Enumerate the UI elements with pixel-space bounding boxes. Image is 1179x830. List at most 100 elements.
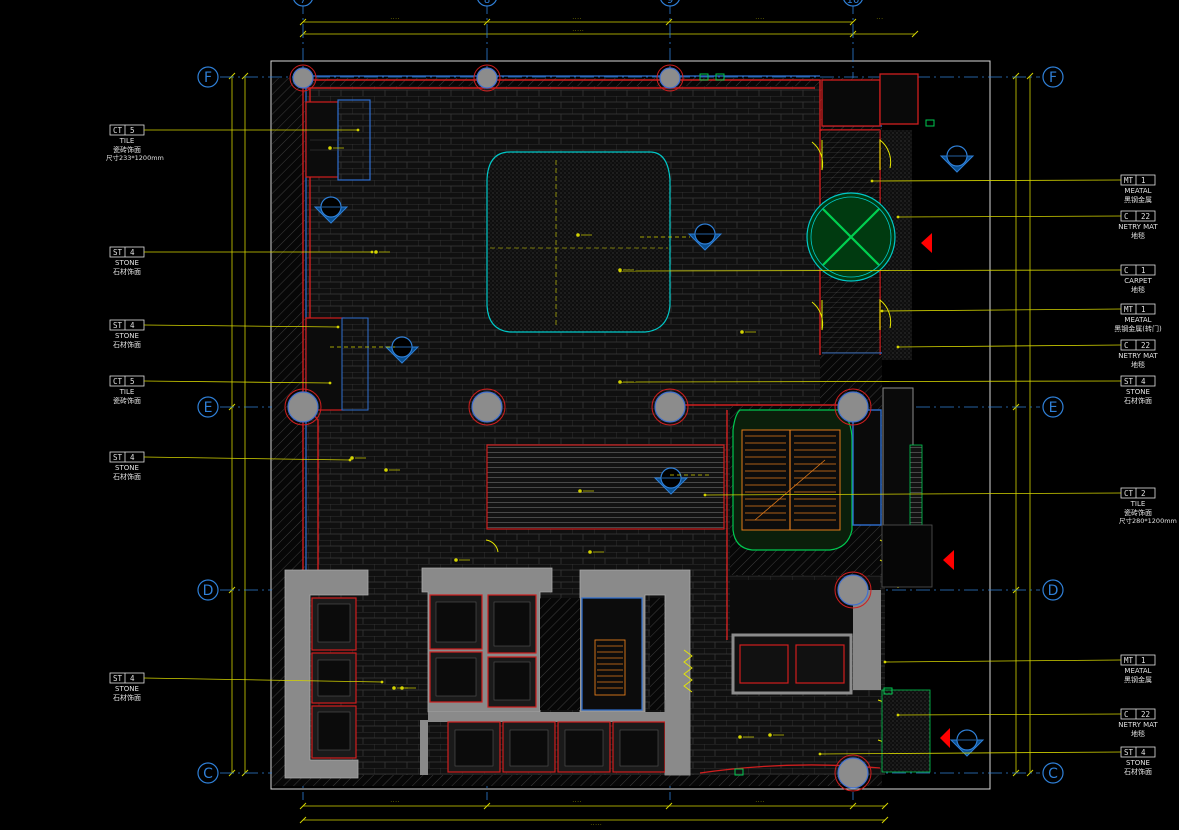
callout-name: STONE: [1126, 388, 1150, 396]
stairwell-east: [732, 409, 853, 551]
grid-col-label: 9: [667, 0, 673, 6]
grid-bubble-row-f: F: [1042, 66, 1064, 88]
fixture-mark: [925, 119, 935, 127]
callout-cn: 石材饰面: [113, 340, 141, 349]
toilet-block-center: [421, 567, 553, 713]
column: [834, 754, 872, 792]
callout-cn: 瓷砖饰面: [113, 396, 141, 405]
callout-code: ST: [113, 321, 123, 330]
grid-row-label: D: [1048, 583, 1059, 599]
callout-leader: [619, 269, 1122, 272]
callout-code: MT: [1124, 656, 1134, 665]
grid-row-label: F: [204, 70, 212, 86]
grid-bubble-col-7: 7: [293, 0, 313, 7]
callout-code: ST: [113, 674, 123, 683]
callout-cn: 瓷砖饰面: [1124, 508, 1152, 517]
callout-num: 1: [1141, 656, 1146, 665]
column: [284, 388, 322, 426]
callout-name: TILE: [119, 137, 135, 145]
callout-leader: [871, 179, 1122, 182]
fixture-mark: [715, 73, 725, 81]
callout-cn: 地毯: [1131, 285, 1145, 294]
callout-leader: [897, 215, 1122, 218]
callout-name: CARPET: [1124, 277, 1152, 285]
callout-num: 5: [130, 126, 135, 135]
callout-cn: 地毯: [1131, 729, 1145, 738]
callout-cn: 石材饰面: [113, 693, 141, 702]
callout-cn: 黑钢金属(转门): [1114, 324, 1162, 333]
callout-num: 4: [130, 248, 135, 257]
grid-bubble-col-9: 9: [660, 0, 680, 7]
callout-name: MEATAL: [1124, 316, 1151, 324]
callout-num: 2: [1141, 489, 1146, 498]
dimension-chains: [231, 21, 1031, 821]
svg-text:····: ····: [755, 799, 765, 804]
callout-cn: 石材饰面: [1124, 767, 1152, 776]
callout-code: ST: [1124, 748, 1134, 757]
fixture-mark: [699, 73, 709, 81]
section-marker: [653, 467, 689, 495]
callout-cn: 地毯: [1131, 231, 1145, 240]
callout-num: 22: [1141, 710, 1150, 719]
section-markers: [313, 145, 985, 757]
callout-code: CT: [113, 377, 123, 386]
callout-num: 1: [1141, 305, 1146, 314]
callout-name: STONE: [1126, 759, 1150, 767]
revolving-door[interactable]: [806, 192, 896, 282]
annotation-dot: [576, 233, 580, 237]
grid-col-label: 10: [847, 0, 860, 6]
entry-arrows: [921, 233, 954, 748]
section-marker: [949, 729, 985, 757]
column: [834, 571, 872, 609]
annotation-dot: [454, 558, 458, 562]
drawing-frame: [270, 60, 991, 790]
grid-row-label: C: [203, 766, 213, 782]
section-marker: [313, 196, 349, 224]
callout-name: TILE: [1130, 500, 1146, 508]
grid-bubble-row-d: D: [1042, 579, 1064, 601]
column: [468, 388, 506, 426]
annotation-dot: [392, 686, 396, 690]
callout-cn: 地毯: [1131, 360, 1145, 369]
grid-row-label: E: [204, 400, 213, 416]
svg-text:····: ····: [755, 16, 765, 21]
grid-bubble-col-8: 8: [477, 0, 497, 7]
callout-leader: [884, 659, 1122, 663]
callout-cn: 瓷砖饰面: [113, 145, 141, 154]
annotation-dot: [738, 735, 742, 739]
svg-text:····: ····: [390, 16, 400, 21]
callout-num: 4: [1141, 748, 1146, 757]
callout-leader: [143, 677, 383, 683]
annotation-dot: [350, 456, 354, 460]
callout-code: C: [1124, 266, 1129, 275]
annotation-dot: [374, 250, 378, 254]
callout-cn: 石材饰面: [113, 472, 141, 481]
callout-num: 1: [1141, 176, 1146, 185]
grid-bubble-col-10: 10: [843, 0, 863, 7]
callout-name: MEATAL: [1124, 667, 1151, 675]
callout-leader: [819, 751, 1122, 755]
grid-row-label: E: [1049, 400, 1058, 416]
grid-bubble-row-c: C: [1042, 762, 1064, 784]
closets-west: [305, 99, 371, 411]
grid-bubble-row-d: D: [197, 579, 219, 601]
callout-num: 22: [1141, 212, 1150, 221]
callout-code: C: [1124, 212, 1129, 221]
callout-name: NETRY MAT: [1118, 223, 1158, 231]
grid-row-label: C: [1048, 766, 1058, 782]
callout-num: 5: [130, 377, 135, 386]
